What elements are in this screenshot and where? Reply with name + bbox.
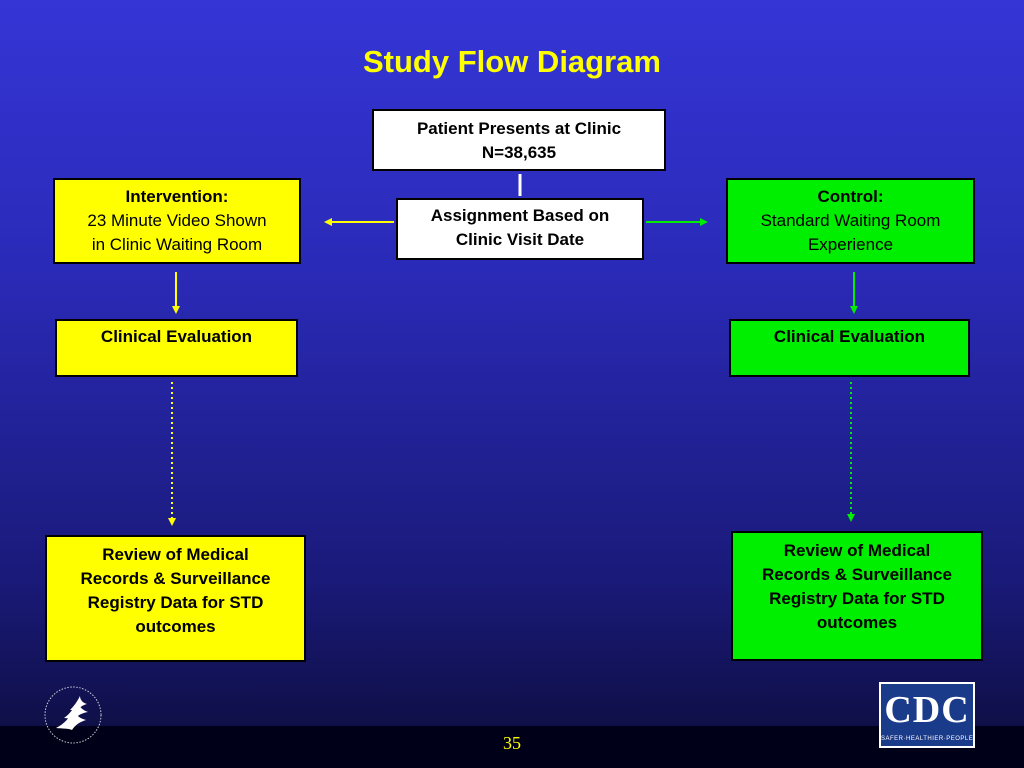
intervention-line1: 23 Minute Video Shown <box>87 211 267 230</box>
intervention-heading: Intervention: <box>125 187 229 206</box>
review-line3: Registry Data for STD <box>769 589 945 608</box>
patient-line1: Patient Presents at Clinic <box>416 119 622 138</box>
hhs-eagle-seal-icon <box>44 686 102 744</box>
assignment-line1: Assignment Based on <box>430 206 610 225</box>
page-title: Study Flow Diagram <box>363 44 661 79</box>
clinical-evaluation-intervention-box: Clinical Evaluation <box>55 319 298 377</box>
footer-bar <box>0 726 1024 768</box>
review-line1: Review of Medical <box>102 545 249 564</box>
assignment-line2: Clinic Visit Date <box>455 230 585 249</box>
control-line2: Experience <box>807 235 894 254</box>
review-records-intervention-box: Review of Medical Records & Surveillance… <box>45 535 306 662</box>
review-line4: outcomes <box>135 617 216 636</box>
review-line4: outcomes <box>816 613 898 632</box>
review-line1: Review of Medical <box>783 541 931 560</box>
control-heading: Control: <box>817 187 884 206</box>
cdc-logo-letters: CDC <box>884 689 970 731</box>
review-records-control-box: Review of Medical Records & Surveillance… <box>731 531 983 661</box>
page-number: 35 <box>503 733 521 753</box>
clinical-evaluation-label: Clinical Evaluation <box>773 327 926 346</box>
control-box: Control: Standard Waiting Room Experienc… <box>726 178 975 264</box>
cdc-logo: CDC SAFER·HEALTHIER·PEOPLE <box>879 682 975 748</box>
intervention-line2: in Clinic Waiting Room <box>91 235 263 254</box>
patient-count: N=38,635 <box>481 143 557 162</box>
clinical-evaluation-label: Clinical Evaluation <box>100 327 253 346</box>
review-line2: Records & Surveillance <box>762 565 952 584</box>
intervention-box: Intervention: 23 Minute Video Shown in C… <box>53 178 301 264</box>
assignment-box: Assignment Based on Clinic Visit Date <box>396 198 644 260</box>
control-line1: Standard Waiting Room <box>760 211 941 230</box>
cdc-logo-tagline: SAFER·HEALTHIER·PEOPLE <box>881 736 974 742</box>
clinical-evaluation-control-box: Clinical Evaluation <box>729 319 970 377</box>
review-line3: Registry Data for STD <box>87 593 264 612</box>
patient-presents-box: Patient Presents at Clinic N=38,635 <box>372 109 666 171</box>
review-line2: Records & Surveillance <box>80 569 271 588</box>
